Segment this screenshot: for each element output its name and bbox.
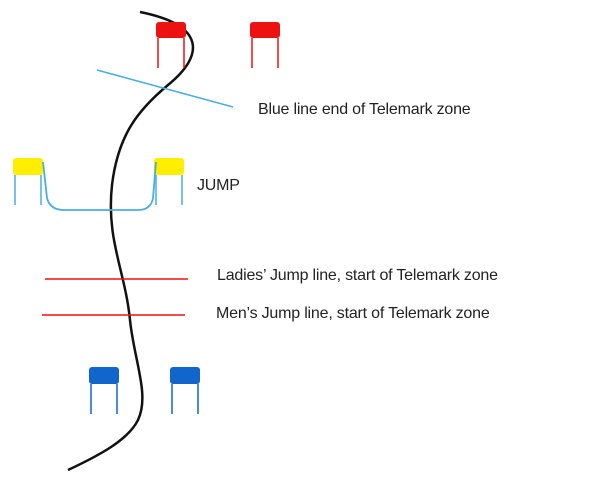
red-gate-left [156, 22, 186, 68]
jump-label: JUMP [197, 177, 240, 194]
red-gate-right [250, 22, 280, 68]
blue-line-end-telemark [96, 69, 234, 108]
blue-gate-right [170, 367, 200, 414]
ski-path [67, 10, 195, 472]
yellow-gate-left [13, 158, 43, 205]
jump-outline [42, 161, 157, 211]
ladies-jump-line-label: Ladies’ Jump line, start of Telemark zon… [217, 267, 498, 284]
mens-jump-line-label: Men’s Jump line, start of Telemark zone [216, 305, 490, 322]
blue-gate-left [89, 367, 119, 414]
blue-line-label: Blue line end of Telemark zone [258, 101, 471, 118]
yellow-gate-right [154, 158, 184, 205]
